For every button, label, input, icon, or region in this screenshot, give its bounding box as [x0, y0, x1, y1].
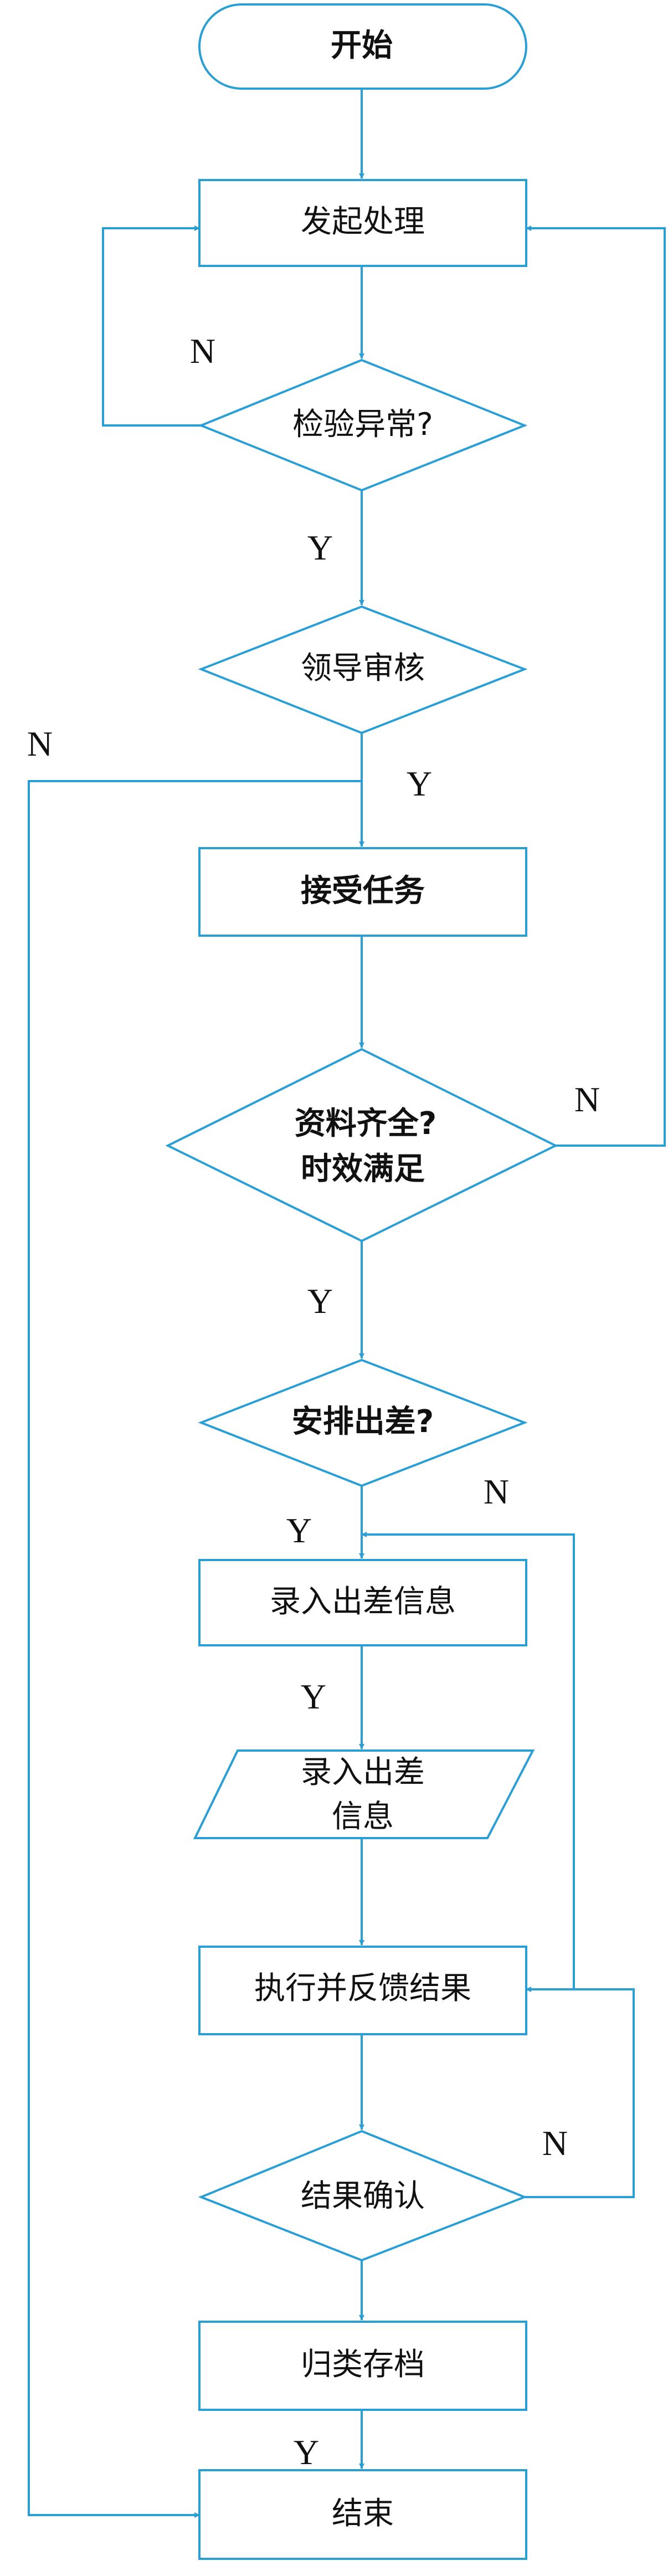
- arrange-trip-decision: [198, 1358, 528, 1487]
- archive-process: [198, 2321, 527, 2411]
- accept-task-process: [198, 847, 527, 937]
- check-anomaly-no-label: N: [190, 331, 215, 371]
- initiate-process: [198, 179, 527, 267]
- data-complete-decision: [165, 1048, 558, 1243]
- trip-info-data-io: [193, 1749, 535, 1839]
- check-anomaly-decision: [198, 358, 528, 492]
- leader-review-decision: [198, 605, 528, 735]
- edge-review-no-to-end: [28, 780, 362, 2518]
- trip-info-io-label-line1: 录入出差: [301, 1754, 425, 1790]
- trip-info-io-label-line2: 信息: [332, 1799, 394, 1835]
- data-complete-label-line1: 资料齐全?: [295, 1106, 436, 1142]
- confirm-result-decision: [198, 2129, 528, 2262]
- start-label: 开始: [331, 28, 393, 64]
- edge-confirm-no-loop: [525, 1987, 635, 2198]
- archive-yes-label: Y: [294, 2433, 319, 2472]
- enter-trip-info-process: [198, 1559, 527, 1646]
- initiate-label: 发起处理: [301, 204, 425, 240]
- enter-trip-yes-label: Y: [301, 1677, 326, 1716]
- data-complete-yes-label: Y: [307, 1281, 333, 1321]
- accept-task-label: 接受任务: [301, 873, 425, 909]
- enter-trip-info-label: 录入出差信息: [270, 1584, 456, 1620]
- execute-feedback-process: [198, 1946, 527, 2035]
- confirm-result-label: 结果确认: [301, 2178, 425, 2214]
- arrange-trip-yes-label: Y: [286, 1511, 312, 1550]
- edges: [28, 89, 666, 2518]
- check-anomaly-yes-label: Y: [307, 528, 333, 567]
- leader-review-yes-label: Y: [407, 764, 432, 803]
- arrange-trip-no-label: N: [484, 1472, 509, 1511]
- edge-check-no-loop: [102, 225, 201, 427]
- confirm-result-no-label: N: [542, 2123, 568, 2163]
- data-complete-label-line2: 时效满足: [301, 1151, 425, 1187]
- check-anomaly-label: 检验异常?: [292, 407, 433, 443]
- edge-data-no-loop: [526, 225, 666, 1147]
- end-label: 结束: [332, 2496, 394, 2532]
- leader-review-no-label: N: [27, 724, 53, 763]
- arrange-trip-label: 安排出差?: [292, 1404, 434, 1440]
- archive-label: 归类存档: [301, 2347, 425, 2383]
- data-complete-no-label: N: [574, 1080, 600, 1119]
- end-process: [198, 2469, 527, 2560]
- leader-review-label: 领导审核: [301, 650, 425, 686]
- start-terminator: [198, 3, 527, 90]
- execute-feedback-label: 执行并反馈结果: [254, 1971, 471, 2007]
